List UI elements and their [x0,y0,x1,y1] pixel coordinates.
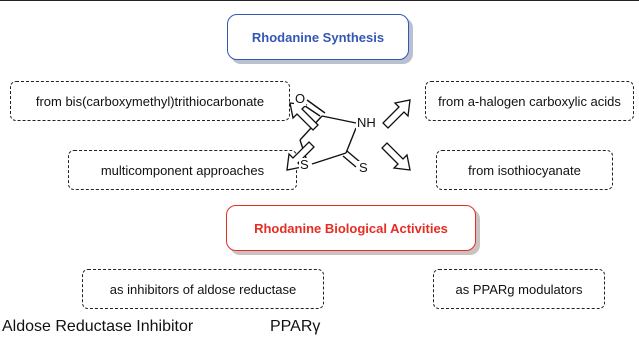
activity-label: as inhibitors of aldose reductase [109,281,297,297]
atom-thione-sulfur: S [358,160,369,175]
route-multicomponent: multicomponent approaches [68,150,297,190]
synthesis-title: Rhodanine Synthesis [251,29,385,45]
route-label: from bis(carboxymethyl)trithiocarbonate [35,93,265,109]
caption-aldose: Aldose Reductase Inhibitor [2,318,194,335]
bond-s1-c2 [311,152,347,165]
route-trithiocarbonate: from bis(carboxymethyl)trithiocarbonate [10,81,290,121]
bio-title: Rhodanine Biological Activities [254,220,448,236]
synthesis-title-box: Rhodanine Synthesis [227,14,409,60]
route-isothiocyanate: from isothiocyanate [436,150,613,190]
atom-oxygen: O [294,91,307,106]
activity-label: as PPARg modulators [455,281,583,297]
arrow-icons [286,99,411,171]
arrow-down-right-icon [381,142,411,171]
route-label: from isothiocyanate [468,162,581,178]
bond-c2-s-2 [342,155,357,168]
arrow-up-left-icon [289,102,319,131]
caption-ppar: PPARγ [270,318,321,335]
atom-nitrogen: NH [356,115,377,130]
bio-title-box: Rhodanine Biological Activities [226,205,476,251]
route-halogen-acids: from a-halogen carboxylic acids [425,81,634,121]
top-rule [0,0,639,1]
bond-n3-c4 [321,115,357,124]
ring-bonds [299,99,361,168]
atom-ring-sulfur: S [299,157,310,172]
arrow-up-right-icon [382,99,411,129]
activity-ppar: as PPARg modulators [433,269,605,309]
activity-aldose-reductase: as inhibitors of aldose reductase [82,269,324,309]
route-label: from a-halogen carboxylic acids [438,93,621,109]
bond-c2-s [346,150,361,163]
bond-c4-o-2 [306,99,326,114]
bond-c2-n3 [345,127,357,154]
route-label: multicomponent approaches [100,162,265,178]
